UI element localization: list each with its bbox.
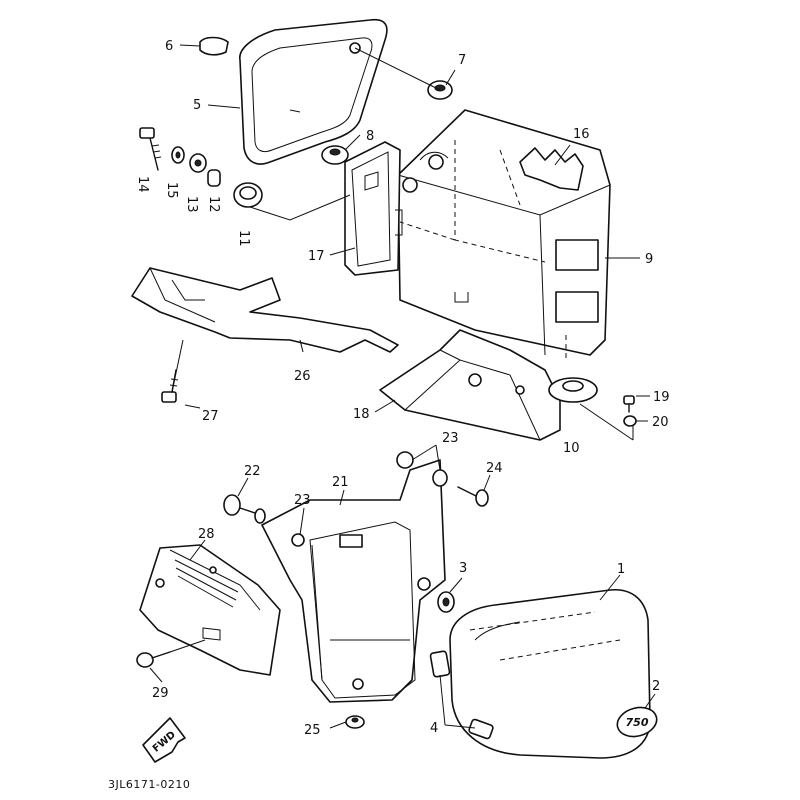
callout-8: 8 (366, 129, 374, 144)
callout-18: 18 (353, 407, 370, 422)
stay-26 (131, 267, 399, 353)
callout-19: 19 (653, 390, 670, 405)
washer-20 (623, 415, 637, 427)
emblem-2: 750 (616, 706, 658, 738)
collar-12 (207, 169, 221, 187)
battery-tray-18 (379, 329, 561, 441)
fwd-arrow: FWD (142, 717, 186, 763)
grommet-25 (345, 715, 365, 729)
damper-4a (429, 650, 451, 678)
callout-12: 12 (206, 196, 221, 213)
grommet-8 (321, 145, 349, 165)
callout-5: 5 (193, 98, 201, 113)
bolt-29 (136, 651, 171, 668)
callout-4: 4 (430, 721, 438, 736)
callout-13: 13 (184, 196, 199, 213)
callout-1: 1 (617, 562, 625, 577)
callout-23b: 23 (442, 431, 459, 446)
bolt-14 (139, 127, 162, 171)
damper-10 (548, 377, 598, 403)
cover-28 (139, 544, 281, 676)
callout-27: 27 (202, 409, 219, 424)
callout-6: 6 (165, 39, 173, 54)
drawing-code: 3JL6171-0210 (108, 778, 190, 791)
washer-13 (189, 153, 207, 173)
grommet-6 (199, 36, 229, 56)
callout-labels: 1 2 3 4 5 6 7 8 9 10 11 12 13 14 15 16 1… (135, 39, 670, 738)
grommet-3 (437, 591, 455, 613)
bolt-22 (223, 494, 266, 524)
leader-lines (149, 44, 656, 729)
callout-17: 17 (308, 249, 325, 264)
washer-23a (396, 451, 414, 469)
bracket-17 (344, 141, 403, 276)
callout-24: 24 (486, 461, 503, 476)
callout-7: 7 (458, 53, 466, 68)
air-filter-case-21 (261, 459, 446, 703)
callout-14: 14 (135, 176, 150, 193)
damper-4b (468, 718, 494, 740)
emblem-text: 750 (626, 716, 649, 729)
callout-28: 28 (198, 527, 215, 542)
callout-3: 3 (459, 561, 467, 576)
bolt-19 (623, 395, 635, 413)
grommet-11 (233, 182, 263, 208)
callout-15: 15 (164, 182, 179, 199)
washer-23b (432, 469, 448, 487)
callout-2: 2 (652, 679, 660, 694)
callout-21: 21 (332, 475, 349, 490)
battery-box (397, 109, 611, 360)
battery-holder-16 (519, 147, 584, 191)
callout-22: 22 (244, 464, 261, 479)
callout-16: 16 (573, 127, 590, 142)
callout-29: 29 (152, 686, 169, 701)
callout-20: 20 (652, 415, 669, 430)
callout-10: 10 (563, 441, 580, 456)
callout-9: 9 (645, 252, 653, 267)
callout-26: 26 (294, 369, 311, 384)
callout-23a: 23 (294, 493, 311, 508)
callout-25: 25 (304, 723, 321, 738)
bolt-24 (457, 486, 489, 507)
side-cover-upper (239, 18, 388, 165)
washer-15 (171, 146, 185, 164)
callout-11: 11 (236, 230, 251, 247)
